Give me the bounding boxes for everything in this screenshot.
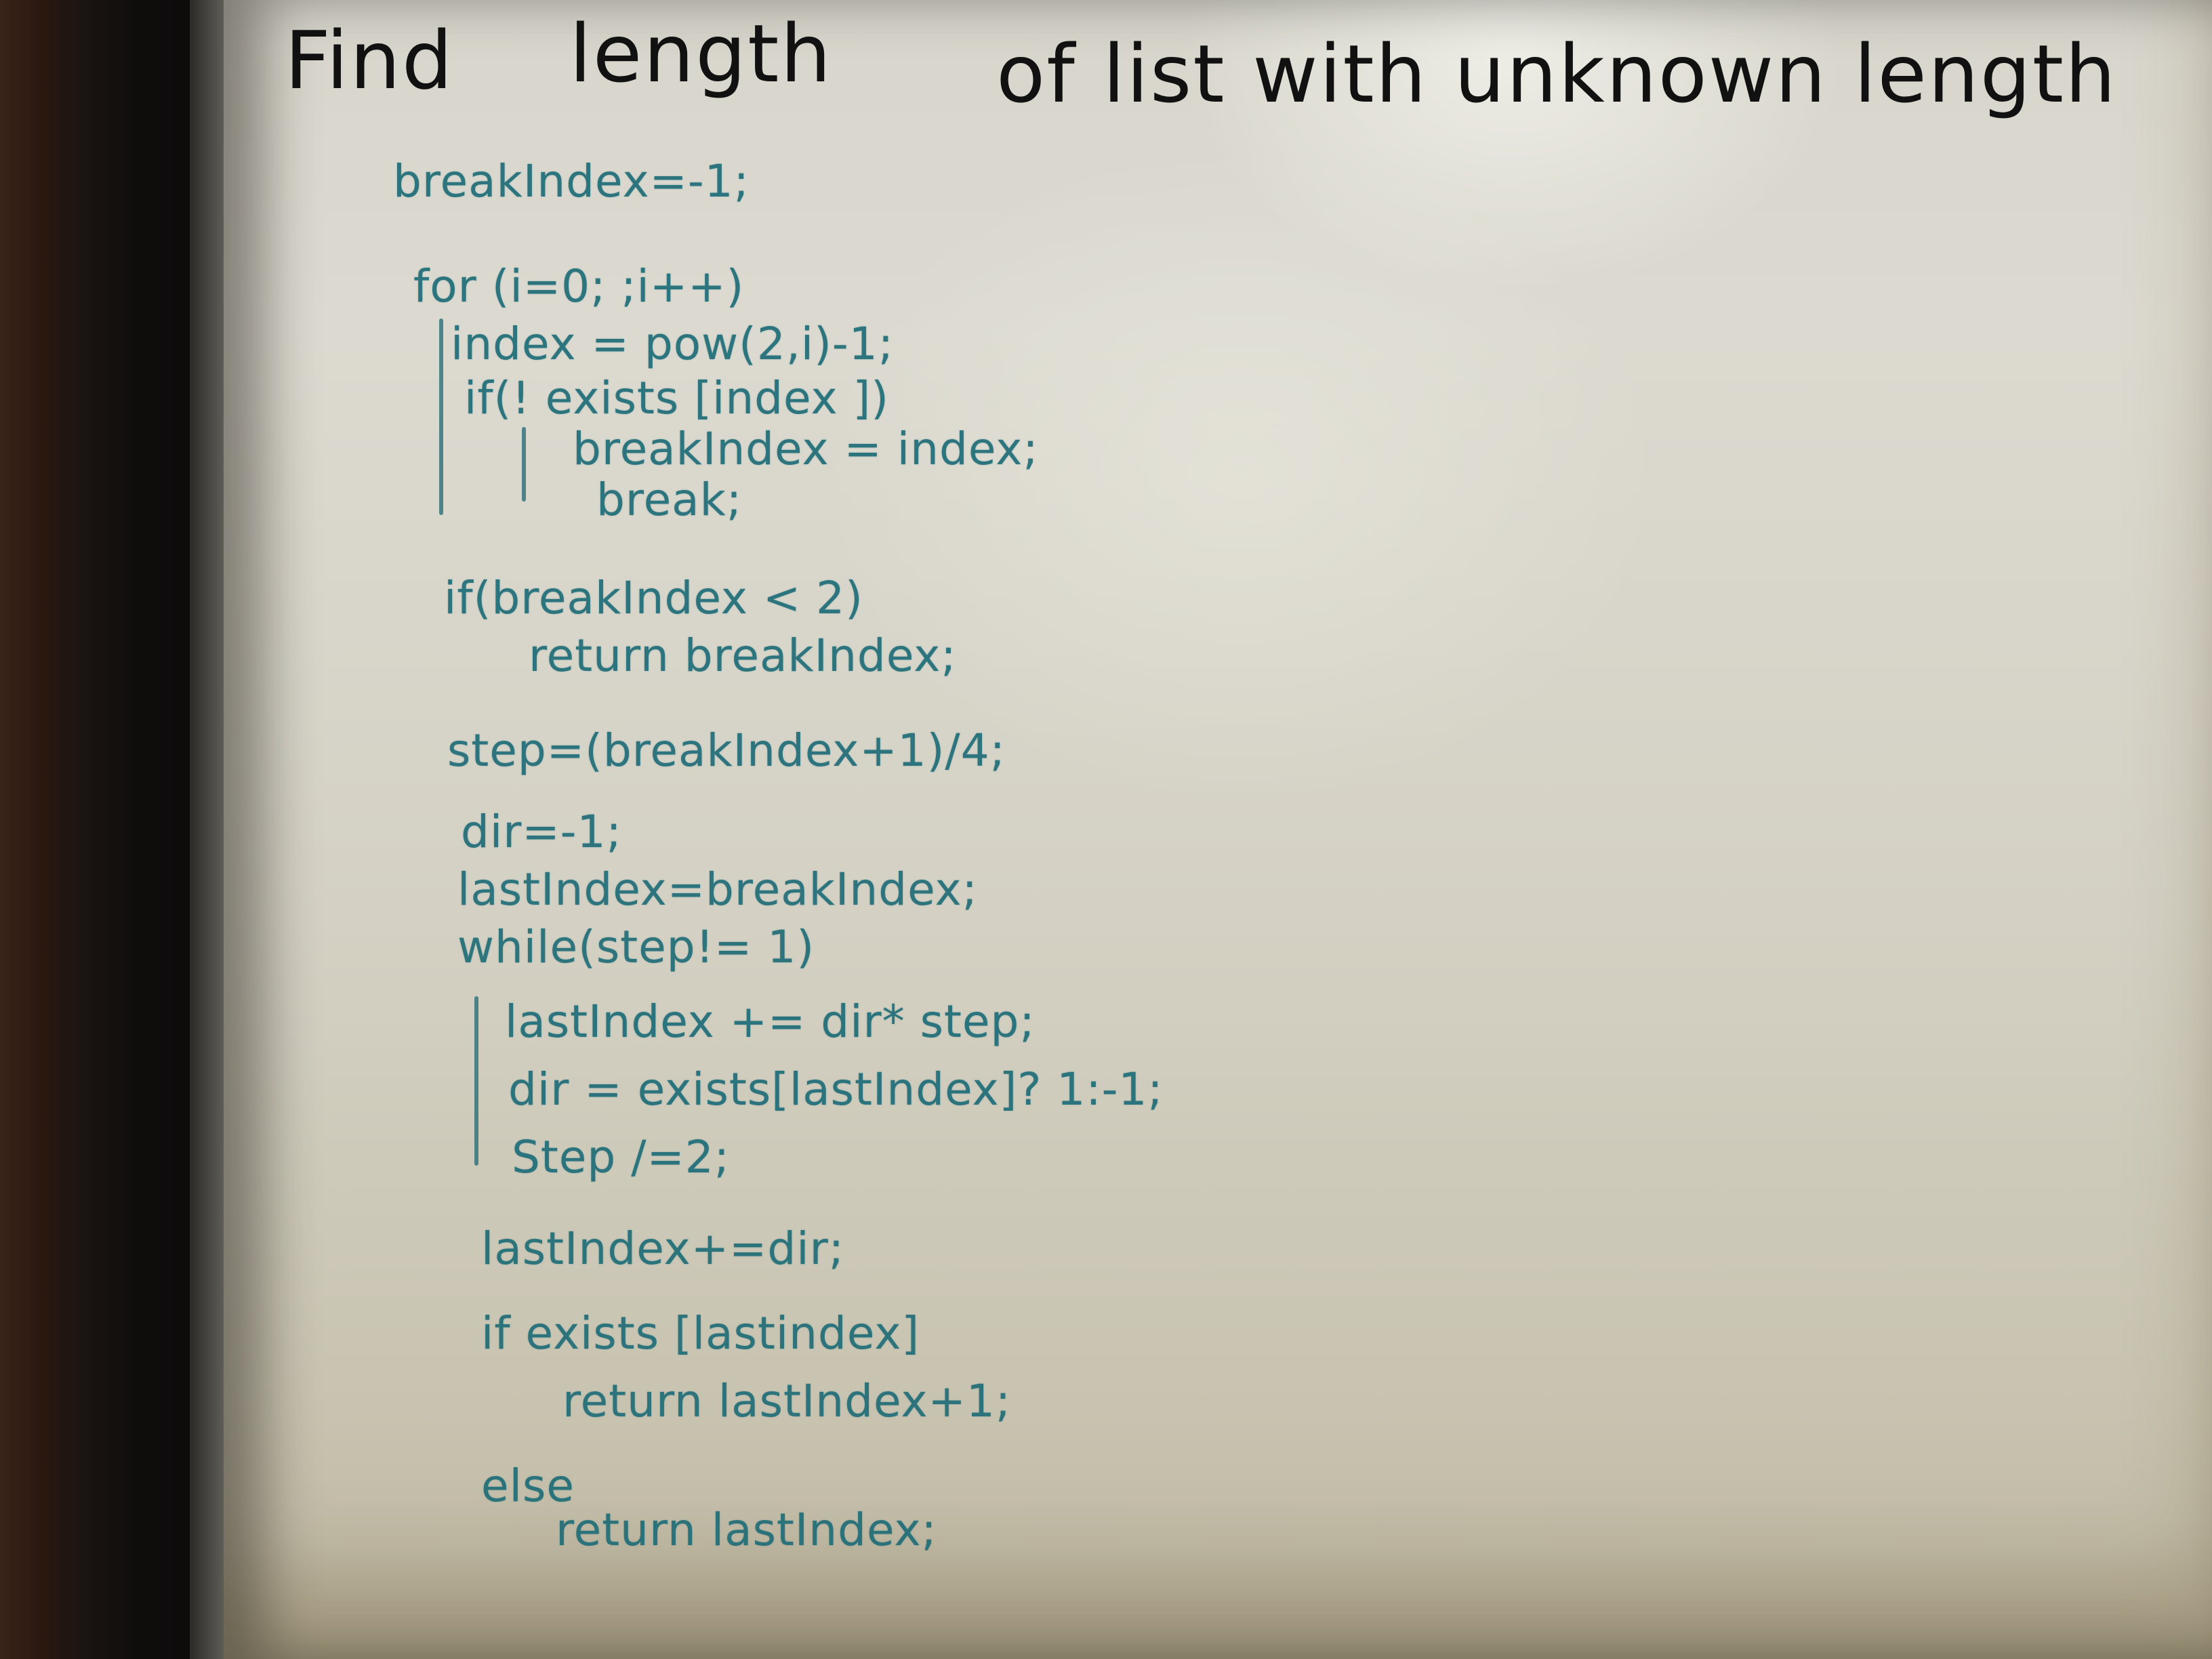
code-line-6: break; bbox=[596, 474, 743, 526]
code-line-10: dir=-1; bbox=[461, 806, 622, 858]
code-line-17: if exists [lastindex] bbox=[481, 1307, 920, 1359]
code-line-19: else bbox=[481, 1460, 575, 1512]
code-line-13: lastIndex += dir* step; bbox=[505, 996, 1036, 1048]
code-line-8: return breakIndex; bbox=[529, 630, 957, 682]
title-length: length bbox=[569, 7, 833, 100]
code-line-5: breakIndex = index; bbox=[573, 423, 1039, 475]
code-line-11: lastIndex=breakIndex; bbox=[457, 863, 978, 916]
code-line-7: if(breakIndex < 2) bbox=[444, 572, 863, 624]
whiteboard: Find length of list with unknown length … bbox=[224, 0, 2212, 1659]
code-line-20: return lastIndex; bbox=[556, 1504, 937, 1556]
title-rest: of list with unknown length bbox=[996, 27, 2117, 121]
code-line-2: for (i=0; ;i++) bbox=[413, 260, 745, 312]
title-find: Find bbox=[285, 14, 454, 107]
code-line-16: lastIndex+=dir; bbox=[481, 1223, 844, 1275]
code-line-4: if(! exists [index ]) bbox=[464, 372, 890, 424]
for-block-bracket bbox=[439, 319, 443, 515]
while-block-bracket bbox=[474, 996, 478, 1166]
code-line-3: index = pow(2,i)-1; bbox=[451, 318, 894, 370]
code-line-12: while(step!= 1) bbox=[457, 921, 815, 973]
code-line-18: return lastIndex+1; bbox=[562, 1375, 1012, 1427]
code-line-14: dir = exists[lastIndex]? 1:-1; bbox=[508, 1063, 1164, 1115]
code-line-9: step=(breakIndex+1)/4; bbox=[447, 724, 1006, 777]
code-line-1: breakIndex=-1; bbox=[393, 155, 750, 207]
if-block-bracket bbox=[522, 427, 526, 501]
code-line-15: Step /=2; bbox=[512, 1131, 731, 1183]
